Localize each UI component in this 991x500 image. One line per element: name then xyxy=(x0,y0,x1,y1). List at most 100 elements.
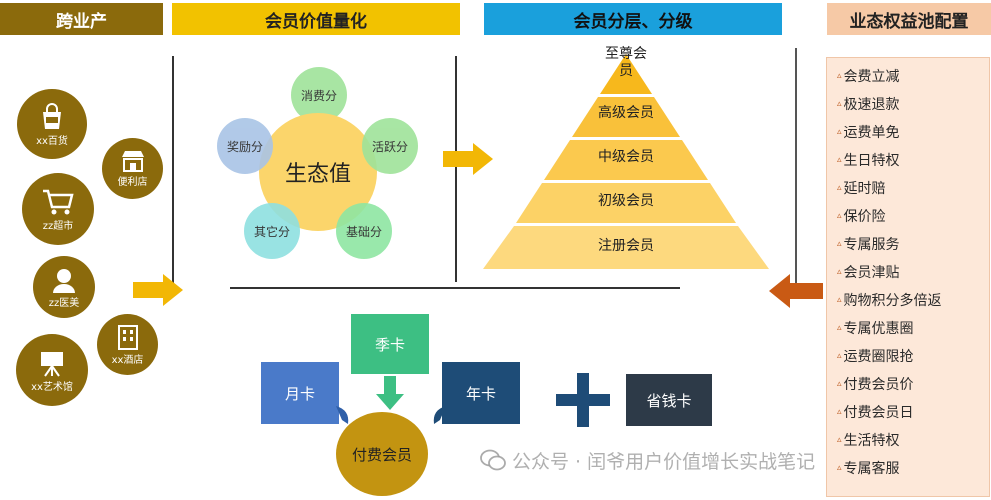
rights-item-label: 购物积分多倍返 xyxy=(843,293,942,309)
business-supermarket: zz超市 xyxy=(22,173,94,245)
header-value-quant: 会员价值量化 xyxy=(172,3,460,35)
triangle-bullet-icon: ▵ xyxy=(837,379,842,389)
header-cross-industry: 跨业产 xyxy=(0,3,163,35)
business-hotel: xx酒店 xyxy=(97,314,158,375)
triangle-bullet-icon: ▵ xyxy=(837,239,842,249)
rights-item-label: 运费单免 xyxy=(843,125,900,141)
card-label: 年卡 xyxy=(465,384,496,403)
tier-label: 中级会员 xyxy=(598,149,654,165)
paid-member-label: 付费会员 xyxy=(351,445,412,464)
business-medical-beauty: zz医美 xyxy=(33,256,95,318)
rights-item: ▵极速退款 xyxy=(837,90,989,118)
bag-icon xyxy=(43,102,61,129)
divider-right xyxy=(795,48,797,290)
tier-label: 初级会员 xyxy=(598,193,654,209)
pyramid-tier-5 xyxy=(483,226,769,269)
header-rights-pool-label: 业态权益池配置 xyxy=(849,11,969,32)
building-icon xyxy=(117,325,138,350)
business-label: xx艺术馆 xyxy=(31,381,73,393)
arrow-down-icon xyxy=(376,376,404,410)
triangle-bullet-icon: ▵ xyxy=(837,155,842,165)
card-label: 季卡 xyxy=(374,335,405,354)
rights-item-label: 极速退款 xyxy=(843,97,900,113)
card-month: 月卡 xyxy=(261,362,339,424)
wechat-icon xyxy=(480,449,506,471)
divider-left xyxy=(172,56,174,286)
triangle-bullet-icon: ▵ xyxy=(837,435,842,445)
rights-item: ▵生日特权 xyxy=(837,146,989,174)
arrow-connector-icon xyxy=(433,406,446,424)
triangle-bullet-icon: ▵ xyxy=(837,211,842,221)
divider-middle xyxy=(455,56,457,282)
pyramid-tier-top xyxy=(600,54,652,94)
tier-junior: 初级会员 xyxy=(566,187,686,213)
header-value-quant-label: 会员价值量化 xyxy=(265,11,367,32)
rights-item: ▵付费会员日 xyxy=(837,398,989,426)
business-art-gallery: xx艺术馆 xyxy=(16,334,88,406)
rights-item-label: 付费会员日 xyxy=(843,405,914,421)
rights-item: ▵付费会员价 xyxy=(837,370,989,398)
plus-icon xyxy=(556,373,610,427)
tier-label: 注册会员 xyxy=(598,238,654,254)
rights-item-label: 生日特权 xyxy=(843,153,900,169)
rights-item: ▵运费圈限抢 xyxy=(837,342,989,370)
triangle-bullet-icon: ▵ xyxy=(837,267,842,277)
rights-item: ▵会员津贴 xyxy=(837,258,989,286)
triangle-bullet-icon: ▵ xyxy=(837,127,842,137)
header-rights-pool: 业态权益池配置 xyxy=(827,3,991,35)
card-label: 省钱卡 xyxy=(646,391,692,410)
person-icon xyxy=(53,268,75,293)
rights-item: ▵专属客服 xyxy=(837,454,989,482)
petal-label: 活跃分 xyxy=(371,139,408,154)
triangle-bullet-icon: ▵ xyxy=(837,295,842,305)
arrow-connector-icon xyxy=(336,406,349,424)
rights-item-label: 专属服务 xyxy=(843,237,900,253)
triangle-bullet-icon: ▵ xyxy=(837,99,842,109)
rights-pool-panel: ▵会费立减▵极速退款▵运费单免▵生日特权▵延时赔▵保价险▵专属服务▵会员津贴▵购… xyxy=(826,57,990,497)
petal-reward: 奖励分 xyxy=(217,118,273,174)
rights-item: ▵生活特权 xyxy=(837,426,989,454)
business-label: 便利店 xyxy=(117,177,148,188)
paid-member-circle: 付费会员 xyxy=(336,412,428,496)
header-tiering-label: 会员分层、分级 xyxy=(573,11,693,32)
rights-item: ▵会费立减 xyxy=(837,62,989,90)
tier-label: 至尊会员 xyxy=(605,46,647,79)
arrow-right-icon xyxy=(133,274,183,306)
cart-icon xyxy=(43,189,74,214)
tier-pyramid xyxy=(483,54,769,269)
triangle-bullet-icon: ▵ xyxy=(837,407,842,417)
card-year: 年卡 xyxy=(442,362,520,424)
rights-item: ▵购物积分多倍返 xyxy=(837,286,989,314)
card-label: 月卡 xyxy=(284,384,315,403)
rights-list: ▵会费立减▵极速退款▵运费单免▵生日特权▵延时赔▵保价险▵专属服务▵会员津贴▵购… xyxy=(837,62,989,482)
rights-item-label: 专属优惠圈 xyxy=(843,321,914,337)
rights-item-label: 保价险 xyxy=(843,209,886,225)
divider-horizontal xyxy=(230,287,680,289)
petal-label: 其它分 xyxy=(253,224,290,239)
header-cross-industry-label: 跨业产 xyxy=(56,11,107,32)
pyramid-tier-3 xyxy=(544,140,708,180)
triangle-bullet-icon: ▵ xyxy=(837,183,842,193)
triangle-bullet-icon: ▵ xyxy=(837,71,842,81)
rights-item-label: 延时赔 xyxy=(843,181,886,197)
rights-item-label: 运费圈限抢 xyxy=(843,349,914,365)
tier-supreme: 至尊会员 xyxy=(601,46,651,80)
business-label: zz医美 xyxy=(48,297,80,309)
petal-label: 奖励分 xyxy=(226,139,263,154)
rights-item: ▵专属服务 xyxy=(837,230,989,258)
arrow-right-icon xyxy=(443,143,493,175)
petal-other: 其它分 xyxy=(244,203,300,259)
rights-item-label: 会费立减 xyxy=(843,69,900,85)
triangle-bullet-icon: ▵ xyxy=(837,323,842,333)
triangle-bullet-icon: ▵ xyxy=(837,351,842,361)
pyramid-tier-2 xyxy=(572,97,680,137)
rights-item-label: 专属客服 xyxy=(843,461,900,477)
easel-icon xyxy=(41,351,63,377)
triangle-bullet-icon: ▵ xyxy=(837,463,842,473)
rights-item: ▵延时赔 xyxy=(837,174,989,202)
rights-item: ▵专属优惠圈 xyxy=(837,314,989,342)
tier-senior: 高级会员 xyxy=(566,99,686,125)
card-saver: 省钱卡 xyxy=(626,374,712,426)
rights-item-label: 生活特权 xyxy=(843,433,900,449)
rights-item-label: 会员津贴 xyxy=(843,265,900,281)
